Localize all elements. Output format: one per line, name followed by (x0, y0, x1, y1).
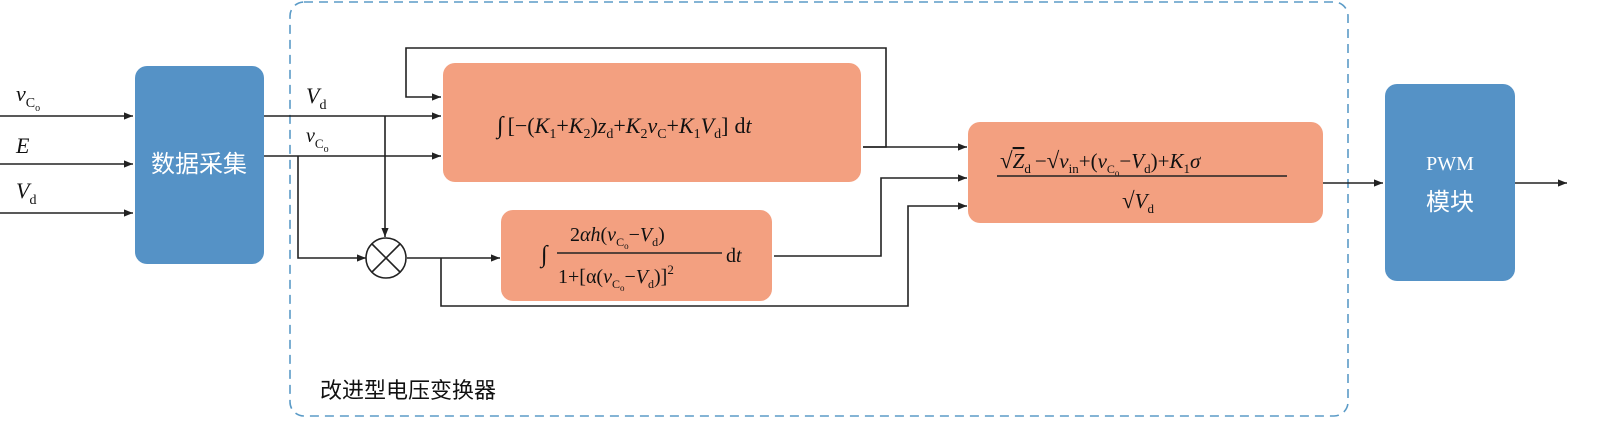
signal-label-vco: vCo (306, 125, 329, 155)
input-label-e: E (15, 133, 30, 158)
integral-bottom-numerator: 2αh(vCo−Vd) (570, 224, 665, 251)
multiplier-cross-icon (371, 243, 401, 273)
converter-boundary (289, 1, 1349, 417)
data-acquisition-block (135, 66, 264, 264)
integral-bottom-denominator: 1+[α(vCo−Vd)]2 (558, 262, 674, 293)
integral-block-bottom (501, 210, 772, 301)
pwm-module-block (1385, 84, 1515, 281)
output-denominator: √Vd (1122, 188, 1154, 216)
input-label-vd: Vd (16, 178, 36, 208)
integral-block-top (443, 63, 861, 182)
input-lines (0, 112, 133, 217)
signal-label-vd: Vd (306, 83, 326, 113)
input-label-vco: vCo (16, 81, 40, 114)
pwm-module-label-line2: 模块 (1426, 188, 1474, 216)
data-acquisition-label: 数据采集 (151, 150, 247, 178)
integral-bottom-dt: dt (726, 245, 742, 267)
pwm-module-label-line1: PWM (1426, 153, 1474, 175)
output-formula-block (968, 122, 1323, 223)
converter-label: 改进型电压变换器 (320, 379, 496, 404)
integral-top-formula: ∫[−(K1+K2)zd+K2vC+K1Vd]dt (495, 113, 752, 142)
signal-wires (264, 47, 1567, 307)
integral-bottom-sign: ∫ (539, 242, 549, 269)
output-numerator: √Zd−√vin+(vCo−Vd)+K1σ (1000, 148, 1202, 178)
